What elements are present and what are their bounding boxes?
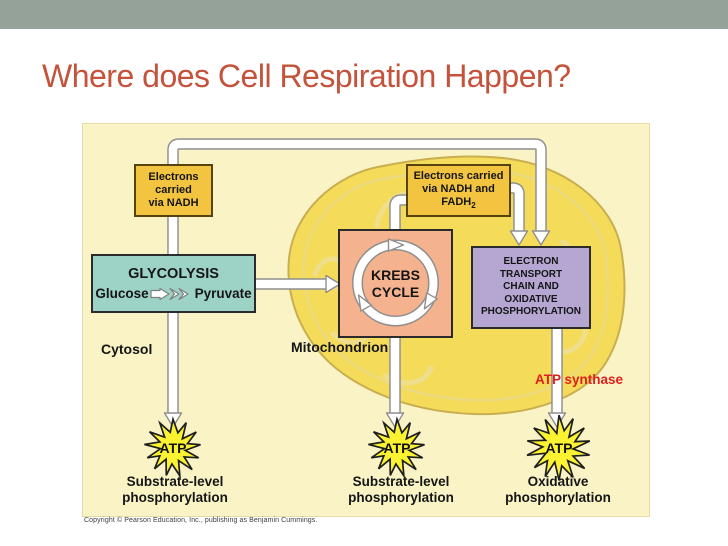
arrowhead-icon <box>385 412 405 428</box>
glycolysis-title: GLYCOLYSIS <box>128 265 219 282</box>
fadh-line: Electrons carried <box>413 169 504 182</box>
fadh-carrier-box: Electrons carried via NADH and FADH2 <box>406 164 511 217</box>
mitochondrion-inner-membrane <box>302 169 610 402</box>
chevron-arrows-icon <box>150 287 189 300</box>
header-bar <box>0 0 728 29</box>
cycle-arrowhead-icon <box>357 294 372 312</box>
etc-line: ELECTRON <box>503 256 559 268</box>
slide-title: Where does Cell Respiration Happen? <box>42 58 571 94</box>
nadh-line: via NADH <box>148 197 199 210</box>
nadh-line: carried <box>155 183 192 196</box>
pyruvate-label: Pyruvate <box>194 286 252 301</box>
glucose-label: Glucose <box>95 286 149 301</box>
atp-synthase-label: ATP synthase <box>534 372 624 387</box>
arrowhead-icon <box>325 274 341 294</box>
etc-line: OXIDATIVE <box>504 293 558 305</box>
arrowhead-icon <box>531 230 551 246</box>
etc-line: TRANSPORT <box>499 268 563 280</box>
krebs-cycle-ring <box>352 238 439 327</box>
etc-line: CHAIN AND <box>503 281 559 293</box>
electron-transport-box: ELECTRON TRANSPORT CHAIN AND OXIDATIVE P… <box>471 246 591 329</box>
cycle-arrowhead-icon <box>387 238 405 252</box>
fadh-line: via NADH and <box>422 183 495 196</box>
diagram-art <box>163 138 626 428</box>
atp-label: ATP <box>545 440 573 456</box>
atp-starburst-glycolysis: ATP <box>141 416 205 480</box>
atp-label: ATP <box>159 440 187 456</box>
mitochondrion-label: Mitochondrion <box>291 339 389 355</box>
krebs-cycle-label: KREBS CYCLE <box>370 267 420 300</box>
atp-starburst-oxidative: ATP <box>523 412 595 484</box>
glycolysis-box: GLYCOLYSIS Glucose Pyruvate <box>91 254 256 313</box>
cytosol-label: Cytosol <box>101 341 153 357</box>
nadh-line: Electrons <box>148 170 199 183</box>
fadh-line: FADH2 <box>441 196 476 211</box>
cycle-arrowhead-icon <box>423 292 438 310</box>
starburst-icon <box>368 416 425 479</box>
outcome-label-krebs: Substrate-level phosphorylation <box>348 474 454 506</box>
outcome-label-glycolysis: Substrate-level phosphorylation <box>122 474 228 506</box>
starburst-icon <box>526 414 591 481</box>
etc-line: PHOSPHORYLATION <box>480 306 581 318</box>
nadh-carrier-box: Electrons carried via NADH <box>134 164 213 217</box>
glucose-to-pyruvate-row: Glucose Pyruvate <box>95 286 251 302</box>
krebs-cycle-box: KREBS CYCLE <box>338 229 453 338</box>
diagram-panel: Electrons carried via NADH Electrons car… <box>82 123 650 517</box>
copyright-note: Copyright © Pearson Education, Inc., pub… <box>84 517 318 524</box>
starburst-icon <box>144 416 201 479</box>
arrowhead-icon <box>509 230 529 246</box>
outcome-label-oxidative: Oxidative phosphorylation <box>505 474 611 506</box>
atp-label: ATP <box>383 440 411 456</box>
atp-starburst-krebs: ATP <box>365 416 429 480</box>
